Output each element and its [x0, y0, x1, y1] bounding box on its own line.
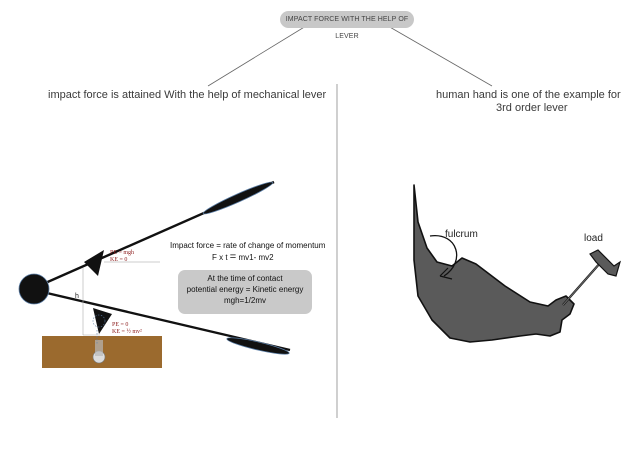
- lower-hammer-head: [93, 308, 112, 334]
- force-time-prefix: F x t: [212, 253, 228, 262]
- load-label: load: [584, 233, 603, 244]
- diagram-title: IMPACT FORCE WITH THE HELP OF LEVER: [280, 11, 414, 40]
- energy-box-line1: At the time of contact: [207, 274, 283, 283]
- right-heading-line1: human hand is one of the example for: [436, 89, 621, 101]
- upper-kinetic-energy: KE = 0: [110, 257, 128, 263]
- lower-kinetic-energy: KE = ½ mv²: [112, 329, 142, 335]
- pivot-circle: [18, 273, 50, 305]
- force-time-equals: =: [229, 251, 237, 263]
- energy-box-line2: potential energy = Kinetic energy: [186, 285, 304, 294]
- human-arm-silhouette: [413, 184, 575, 343]
- force-time-suffix: mv1- mv2: [238, 253, 274, 262]
- title-connector-left: [207, 25, 307, 87]
- height-label: h: [75, 293, 79, 300]
- upper-lever-blade: [202, 181, 274, 215]
- hammer-handle-inner: [562, 261, 602, 306]
- upper-hammer-head: [84, 250, 104, 276]
- energy-box-line3: mgh=1/2mv: [223, 296, 267, 305]
- lower-potential-energy: PE = 0: [112, 322, 129, 328]
- lower-lever-blade: [226, 337, 290, 355]
- upper-potential-energy: PE = mgh: [110, 250, 135, 256]
- force-time-equation: F x t = mv1- mv2: [212, 252, 274, 263]
- momentum-equation: Impact force = rate of change of momentu…: [170, 241, 326, 250]
- right-heading-line2: 3rd order lever: [496, 102, 568, 114]
- fulcrum-arc: [429, 235, 458, 277]
- fulcrum-arc-arrow: [439, 267, 453, 280]
- impact-shaft: [95, 340, 103, 356]
- energy-info-box: At the time of contact potential energy …: [178, 270, 312, 314]
- title-connector-right: [387, 25, 493, 87]
- fulcrum-label: fulcrum: [445, 229, 478, 240]
- impact-marker: [92, 314, 106, 328]
- hammer-head: [589, 249, 622, 277]
- left-heading: impact force is attained With the help o…: [48, 89, 327, 101]
